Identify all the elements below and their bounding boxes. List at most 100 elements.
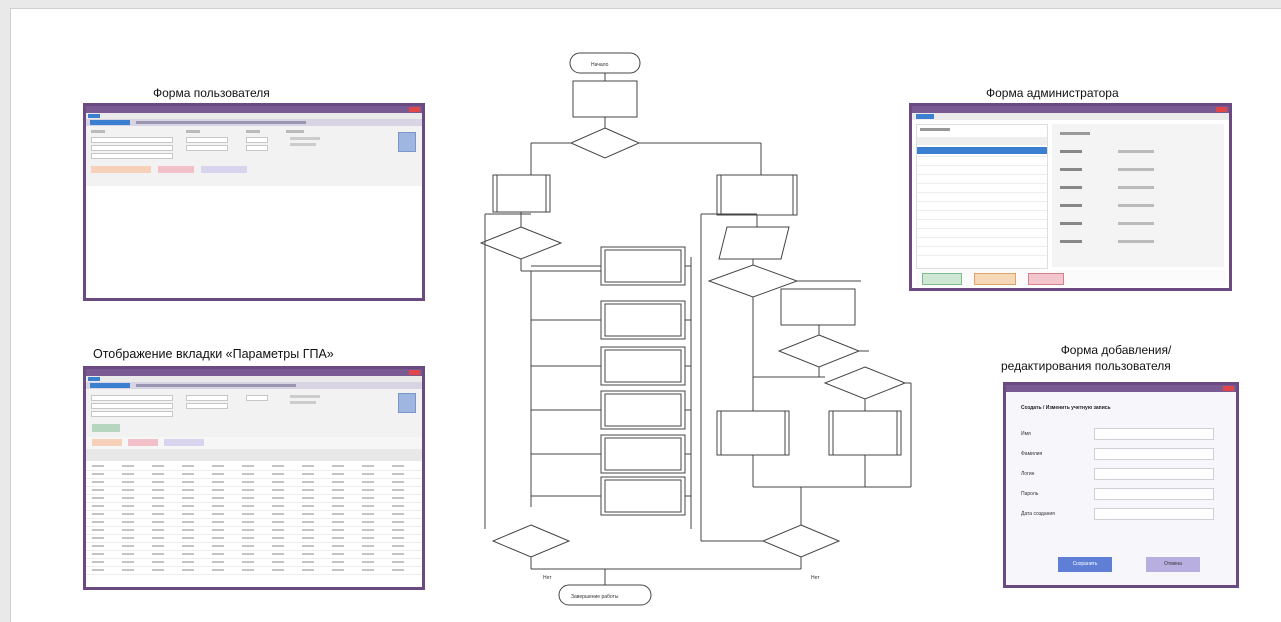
user-form-screenshot (83, 103, 425, 301)
table-row (86, 511, 422, 519)
caption-admin-form: Форма администратора (986, 86, 1119, 100)
list-item[interactable] (917, 201, 1047, 202)
flow-tab-box (600, 246, 686, 286)
detail-label (1060, 168, 1082, 171)
table-row (86, 471, 422, 479)
detail-label (1060, 186, 1082, 189)
add-button[interactable] (922, 273, 962, 285)
detail-value (1118, 150, 1154, 153)
edit-button[interactable] (974, 273, 1016, 285)
close-icon (409, 370, 420, 375)
flow-start-label: Начало (591, 62, 609, 68)
cancel-button[interactable]: Отмена (1146, 557, 1200, 572)
close-icon (1216, 107, 1227, 112)
list-item[interactable] (917, 165, 1047, 166)
flow-tab-box-inner (604, 303, 682, 337)
detail-label (1060, 150, 1082, 153)
detail-value (1118, 186, 1154, 189)
list-item[interactable] (917, 192, 1047, 193)
caption-gpa-tab: Отображение вкладки «Параметры ГПА» (93, 347, 334, 361)
list-item[interactable] (917, 174, 1047, 175)
table-row (86, 559, 422, 567)
form-heading: Создать / Изменить учетную запись (1021, 405, 1111, 411)
detail-value (1118, 168, 1154, 171)
table-row (86, 503, 422, 511)
flow-tab-box (600, 346, 686, 386)
figure-canvas: Форма пользователя (10, 8, 1281, 622)
close-icon (1223, 386, 1234, 391)
table-header (86, 449, 422, 461)
list-item[interactable] (917, 183, 1047, 184)
flow-tab-box-inner (604, 479, 682, 513)
close-icon (409, 107, 420, 112)
flow-tab-box-inner (604, 393, 682, 427)
form-field-input[interactable] (1094, 508, 1214, 520)
flow-end-label: Завершение работы (571, 594, 619, 600)
list-item[interactable] (917, 228, 1047, 229)
admin-form-titlebar (912, 106, 1229, 113)
detail-label (1060, 204, 1082, 207)
flow-tab-box (600, 434, 686, 474)
table-row (86, 463, 422, 471)
table-row (86, 567, 422, 575)
form-field-label: Логин (1021, 471, 1035, 477)
user-form-tabs (86, 119, 422, 126)
table-row (86, 543, 422, 551)
search-icon[interactable] (398, 393, 416, 413)
search-icon[interactable] (398, 132, 416, 152)
caption-add-edit-form: Форма добавления/ (1041, 343, 1191, 357)
detail-label (1060, 222, 1082, 225)
add-edit-titlebar (1006, 385, 1236, 392)
table-row (86, 519, 422, 527)
flow-end-terminator (558, 584, 652, 606)
gpa-tab-titlebar (86, 369, 422, 376)
list-item[interactable] (917, 237, 1047, 238)
detail-value (1118, 240, 1154, 243)
gpa-tab-screenshot (83, 366, 425, 590)
user-form-params (86, 126, 422, 186)
delete-button[interactable] (1028, 273, 1064, 285)
flow-tab-box (600, 300, 686, 340)
form-field-label: Имя (1021, 431, 1031, 437)
form-field-label: Фамилия (1021, 451, 1043, 457)
admin-user-table (916, 124, 1048, 269)
form-field-label: Пароль (1021, 491, 1039, 497)
form-field-input[interactable] (1094, 488, 1214, 500)
detail-value (1118, 222, 1154, 225)
table-row (86, 527, 422, 535)
form-field-input[interactable] (1094, 448, 1214, 460)
form-field-label: Дата создания (1021, 511, 1055, 517)
form-field-input[interactable] (1094, 428, 1214, 440)
flow-tab-box-inner (604, 249, 682, 283)
list-item[interactable] (917, 156, 1047, 157)
table-row (86, 479, 422, 487)
table-row (86, 535, 422, 543)
admin-form-screenshot (909, 103, 1232, 291)
admin-details-panel (1052, 124, 1224, 267)
flow-tab-box (600, 390, 686, 430)
list-item[interactable] (917, 255, 1047, 256)
flowchart: Начало Завершение работы Нет Нет (479, 52, 912, 606)
user-form-menu (86, 113, 422, 119)
detail-value (1118, 204, 1154, 207)
gpa-data-table (86, 449, 422, 579)
user-form-titlebar (86, 106, 422, 113)
list-item[interactable] (917, 246, 1047, 247)
flow-no-left: Нет (543, 575, 552, 581)
form-field-input[interactable] (1094, 468, 1214, 480)
flow-tab-box (600, 476, 686, 516)
flow-no-right: Нет (811, 575, 820, 581)
caption-user-form: Форма пользователя (153, 86, 270, 100)
list-item[interactable] (917, 219, 1047, 220)
flow-tab-box-inner (604, 437, 682, 471)
table-row (86, 551, 422, 559)
flow-tab-box-inner (604, 349, 682, 383)
list-item[interactable] (917, 210, 1047, 211)
table-row (86, 487, 422, 495)
detail-label (1060, 240, 1082, 243)
save-button[interactable]: Сохранить (1058, 557, 1112, 572)
caption-line-1: Форма добавления/ (1060, 343, 1172, 357)
caption-add-edit-form-2: редактирования пользователя (1001, 359, 1171, 373)
table-row (86, 495, 422, 503)
